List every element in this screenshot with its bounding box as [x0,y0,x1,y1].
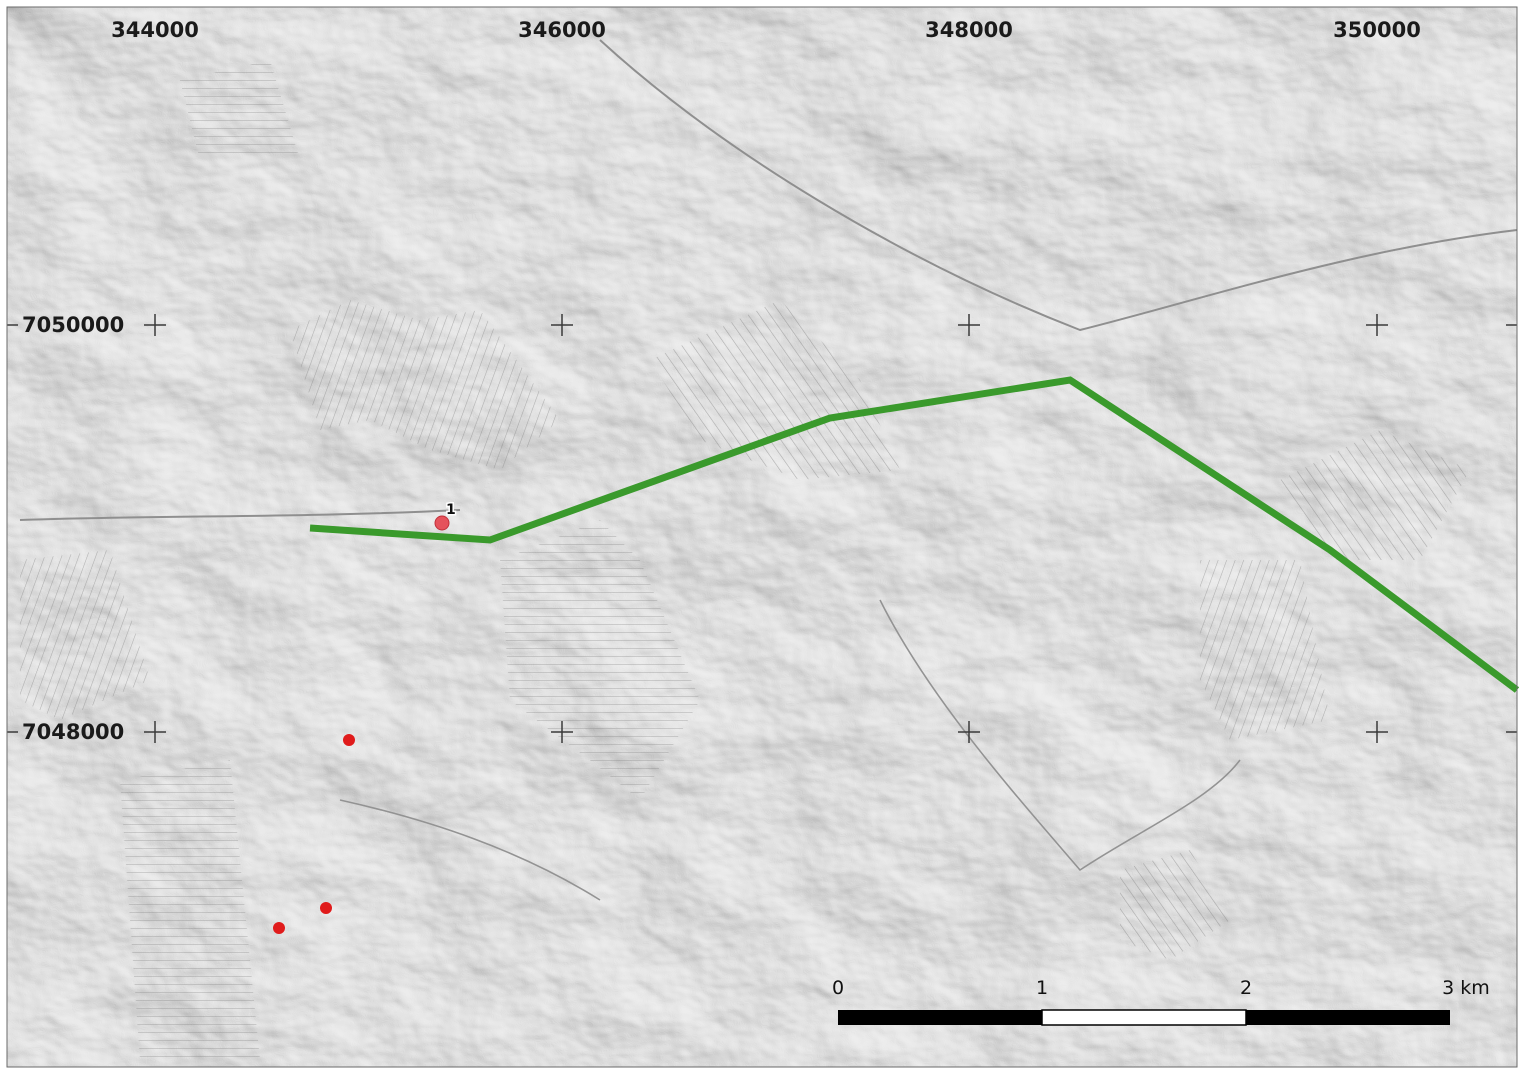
grid-labels: 344000 346000 348000 350000 7050000 7048… [22,18,1421,744]
terrain-layer [7,7,1518,1067]
x-grid-label: 350000 [1333,18,1421,42]
scale-bar-segment [838,1010,1042,1025]
ditched-field [120,760,260,1060]
x-grid-label: 346000 [518,18,606,42]
ditched-field [20,550,150,720]
ditched-field [180,60,300,160]
y-grid-label: 7048000 [22,720,124,744]
site-marker[interactable] [434,515,450,531]
coordinate-grid [7,314,1517,743]
hillshade-relief [7,7,1517,1067]
site-marker[interactable] [343,734,355,746]
map-frame [6,6,1518,1068]
ditched-field [500,520,700,800]
scale-bar-label: 3 km [1442,977,1490,999]
road [599,39,1518,332]
y-grid-label: 7050000 [22,313,124,337]
ditched-field [1280,430,1470,560]
ditched-field [290,300,560,470]
ditched-field [1200,560,1330,740]
route-line [309,376,1520,693]
x-grid-label: 344000 [111,18,199,42]
x-grid-label: 348000 [925,18,1013,42]
ditched-field [1120,850,1230,960]
ditched-field [650,300,900,480]
site-marker[interactable] [273,922,285,934]
markers: 1 [273,501,457,934]
scale-bar-label: 1 [1036,977,1048,999]
road [879,599,1241,872]
road [339,799,601,901]
scale-bar-segment [1041,1009,1247,1026]
road [19,509,461,521]
site-marker-label: 1 [446,502,456,518]
scale-bar-label: 2 [1240,977,1252,999]
scale-bar-label: 0 [832,977,844,999]
scale-bar-segment [1246,1010,1450,1025]
scale-bar: 0 1 2 3 km [832,977,1490,1026]
site-marker[interactable] [320,902,332,914]
